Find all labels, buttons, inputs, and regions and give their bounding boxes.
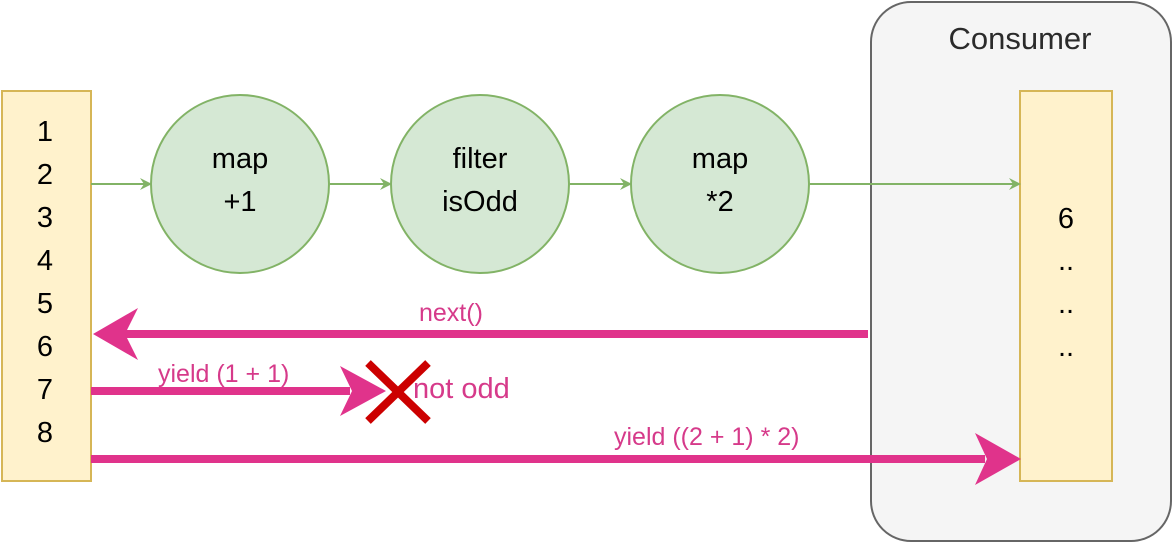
source-value: 6 xyxy=(37,331,53,363)
next-arrow-label: next() xyxy=(419,299,483,327)
source-value: 5 xyxy=(37,288,53,320)
yield-first-arrow xyxy=(91,366,386,416)
consumer-title: Consumer xyxy=(949,21,1092,56)
source-list-box xyxy=(1,90,92,482)
operator-node-map-plus-one: map +1 xyxy=(150,94,330,274)
operator-node-filter-isodd: filter isOdd xyxy=(390,94,570,274)
yield-first-label: yield (1 + 1) xyxy=(158,360,289,388)
operator-label: map xyxy=(212,143,268,175)
consumer-value: .. xyxy=(1058,245,1074,277)
next-arrow xyxy=(93,308,868,360)
source-value: 8 xyxy=(37,417,53,449)
operator-label: +1 xyxy=(223,186,256,218)
operator-label: filter xyxy=(453,143,508,175)
source-value: 4 xyxy=(37,245,53,277)
source-value: 3 xyxy=(37,202,53,234)
operator-label: map xyxy=(692,143,748,175)
operator-node-map-times-two: map *2 xyxy=(630,94,810,274)
source-value: 1 xyxy=(37,116,53,148)
consumer-value: 6 xyxy=(1058,203,1074,235)
yield-second-label: yield ((2 + 1) * 2) xyxy=(614,423,800,451)
source-value: 2 xyxy=(37,159,53,191)
operator-label: isOdd xyxy=(442,186,518,218)
rejected-label: not odd xyxy=(413,373,510,405)
consumer-value: .. xyxy=(1058,331,1074,363)
rejected-cross-icon xyxy=(365,360,431,424)
source-value: 7 xyxy=(37,374,53,406)
consumer-value: .. xyxy=(1058,288,1074,320)
operator-label: *2 xyxy=(706,186,733,218)
consumer-list-box xyxy=(1019,90,1113,482)
yield-second-arrow xyxy=(91,433,1021,485)
